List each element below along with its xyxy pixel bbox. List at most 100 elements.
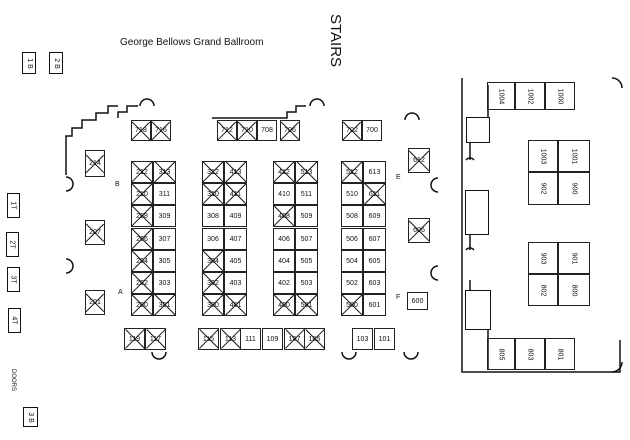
booth-201[interactable]: 201: [85, 290, 105, 315]
booth-305[interactable]: 305: [153, 250, 176, 272]
booth-410[interactable]: 410: [273, 183, 295, 205]
booth-308[interactable]: 308: [202, 205, 224, 227]
booth-number: 901: [570, 252, 578, 264]
booth-404[interactable]: 404: [273, 250, 295, 272]
booth-101[interactable]: 101: [374, 328, 395, 350]
booth-600[interactable]: 600: [407, 292, 428, 310]
booth-119[interactable]: 119: [124, 328, 145, 350]
booth-1004[interactable]: 1004: [487, 82, 515, 110]
booth-1003[interactable]: 1003: [528, 140, 558, 172]
booth-803[interactable]: 803: [515, 338, 545, 370]
booth-402[interactable]: 402: [273, 272, 295, 294]
booth-506[interactable]: 506: [341, 228, 363, 250]
booth-107[interactable]: 107: [284, 328, 305, 350]
booth-307[interactable]: 307: [153, 228, 176, 250]
booth-512[interactable]: 512: [341, 161, 363, 183]
booth-303[interactable]: 303: [153, 272, 176, 294]
booth-509[interactable]: 509: [295, 205, 318, 227]
booth-408[interactable]: 408: [273, 205, 295, 227]
booth-405[interactable]: 405: [224, 250, 247, 272]
booth-207[interactable]: 207: [85, 220, 105, 245]
booth-611[interactable]: 611: [363, 183, 386, 205]
booth-609[interactable]: 609: [363, 205, 386, 227]
booth-212[interactable]: 212: [131, 161, 153, 183]
booth-401[interactable]: 401: [224, 294, 247, 316]
booth-311[interactable]: 311: [153, 183, 176, 205]
booth-700[interactable]: 700: [362, 120, 382, 141]
booth-1002[interactable]: 1002: [515, 82, 545, 110]
booth-117[interactable]: 117: [145, 328, 166, 350]
booth-502[interactable]: 502: [341, 272, 363, 294]
booth-number: 308: [207, 212, 219, 220]
booth-613[interactable]: 613: [363, 161, 386, 183]
booth-802[interactable]: 802: [528, 274, 558, 306]
booth-710[interactable]: 710: [237, 120, 257, 141]
booth-513[interactable]: 513: [295, 161, 318, 183]
booth-902[interactable]: 902: [528, 172, 558, 205]
booth-718[interactable]: 718: [131, 120, 151, 141]
booth-210[interactable]: 210: [131, 183, 153, 205]
booth-507[interactable]: 507: [295, 228, 318, 250]
booth-309[interactable]: 309: [153, 205, 176, 227]
booth-310[interactable]: 310: [202, 183, 224, 205]
booth-708[interactable]: 708: [257, 120, 277, 141]
booth-706[interactable]: 706: [280, 120, 300, 141]
booth-number: 706: [284, 127, 296, 134]
booth-103[interactable]: 103: [352, 328, 373, 350]
booth-606[interactable]: 606: [408, 218, 430, 243]
booth-number: 313: [158, 168, 171, 176]
booth-901[interactable]: 901: [558, 242, 590, 274]
booth-612[interactable]: 612: [408, 148, 430, 173]
booth-504[interactable]: 504: [341, 250, 363, 272]
booth-407[interactable]: 407: [224, 228, 247, 250]
booth-406[interactable]: 406: [273, 228, 295, 250]
booth-801[interactable]: 801: [545, 338, 575, 370]
booth-400[interactable]: 400: [273, 294, 295, 316]
booth-111[interactable]: 111: [240, 328, 261, 350]
booth-511[interactable]: 511: [295, 183, 318, 205]
booth-202[interactable]: 202: [131, 272, 153, 294]
booth-503[interactable]: 503: [295, 272, 318, 294]
booth-601[interactable]: 601: [363, 294, 386, 316]
booth-204[interactable]: 204: [131, 250, 153, 272]
booth-312[interactable]: 312: [202, 161, 224, 183]
booth-208[interactable]: 208: [131, 205, 153, 227]
booth-412[interactable]: 412: [273, 161, 295, 183]
booth-301[interactable]: 301: [153, 294, 176, 316]
booth-500[interactable]: 500: [341, 294, 363, 316]
booth-1000[interactable]: 1000: [545, 82, 575, 110]
booth-313[interactable]: 313: [153, 161, 176, 183]
booth-number: 800: [570, 284, 578, 296]
booth-113[interactable]: 113: [220, 328, 241, 350]
booth-300[interactable]: 300: [202, 294, 224, 316]
booth-302[interactable]: 302: [202, 272, 224, 294]
booth-109[interactable]: 109: [262, 328, 283, 350]
booth-805[interactable]: 805: [487, 338, 515, 370]
booth-603[interactable]: 603: [363, 272, 386, 294]
booth-number: 803: [526, 348, 534, 360]
booth-712[interactable]: 712: [217, 120, 237, 141]
booth-702[interactable]: 702: [342, 120, 362, 141]
booth-900[interactable]: 900: [558, 172, 590, 205]
booth-206[interactable]: 206: [131, 228, 153, 250]
booth-306[interactable]: 306: [202, 228, 224, 250]
booth-304[interactable]: 304: [202, 250, 224, 272]
booth-200[interactable]: 200: [131, 294, 153, 316]
booth-510[interactable]: 510: [341, 183, 363, 205]
booth-403[interactable]: 403: [224, 272, 247, 294]
booth-411[interactable]: 411: [224, 183, 247, 205]
booth-413[interactable]: 413: [224, 161, 247, 183]
booth-508[interactable]: 508: [341, 205, 363, 227]
booth-214[interactable]: 214: [85, 150, 105, 177]
booth-505[interactable]: 505: [295, 250, 318, 272]
booth-716[interactable]: 716: [151, 120, 171, 141]
booth-409[interactable]: 409: [224, 205, 247, 227]
booth-605[interactable]: 605: [363, 250, 386, 272]
booth-115[interactable]: 115: [198, 328, 219, 350]
booth-105[interactable]: 105: [304, 328, 325, 350]
booth-501[interactable]: 501: [295, 294, 318, 316]
booth-1001[interactable]: 1001: [558, 140, 590, 172]
booth-903[interactable]: 903: [528, 242, 558, 274]
booth-607[interactable]: 607: [363, 228, 386, 250]
booth-800[interactable]: 800: [558, 274, 590, 306]
